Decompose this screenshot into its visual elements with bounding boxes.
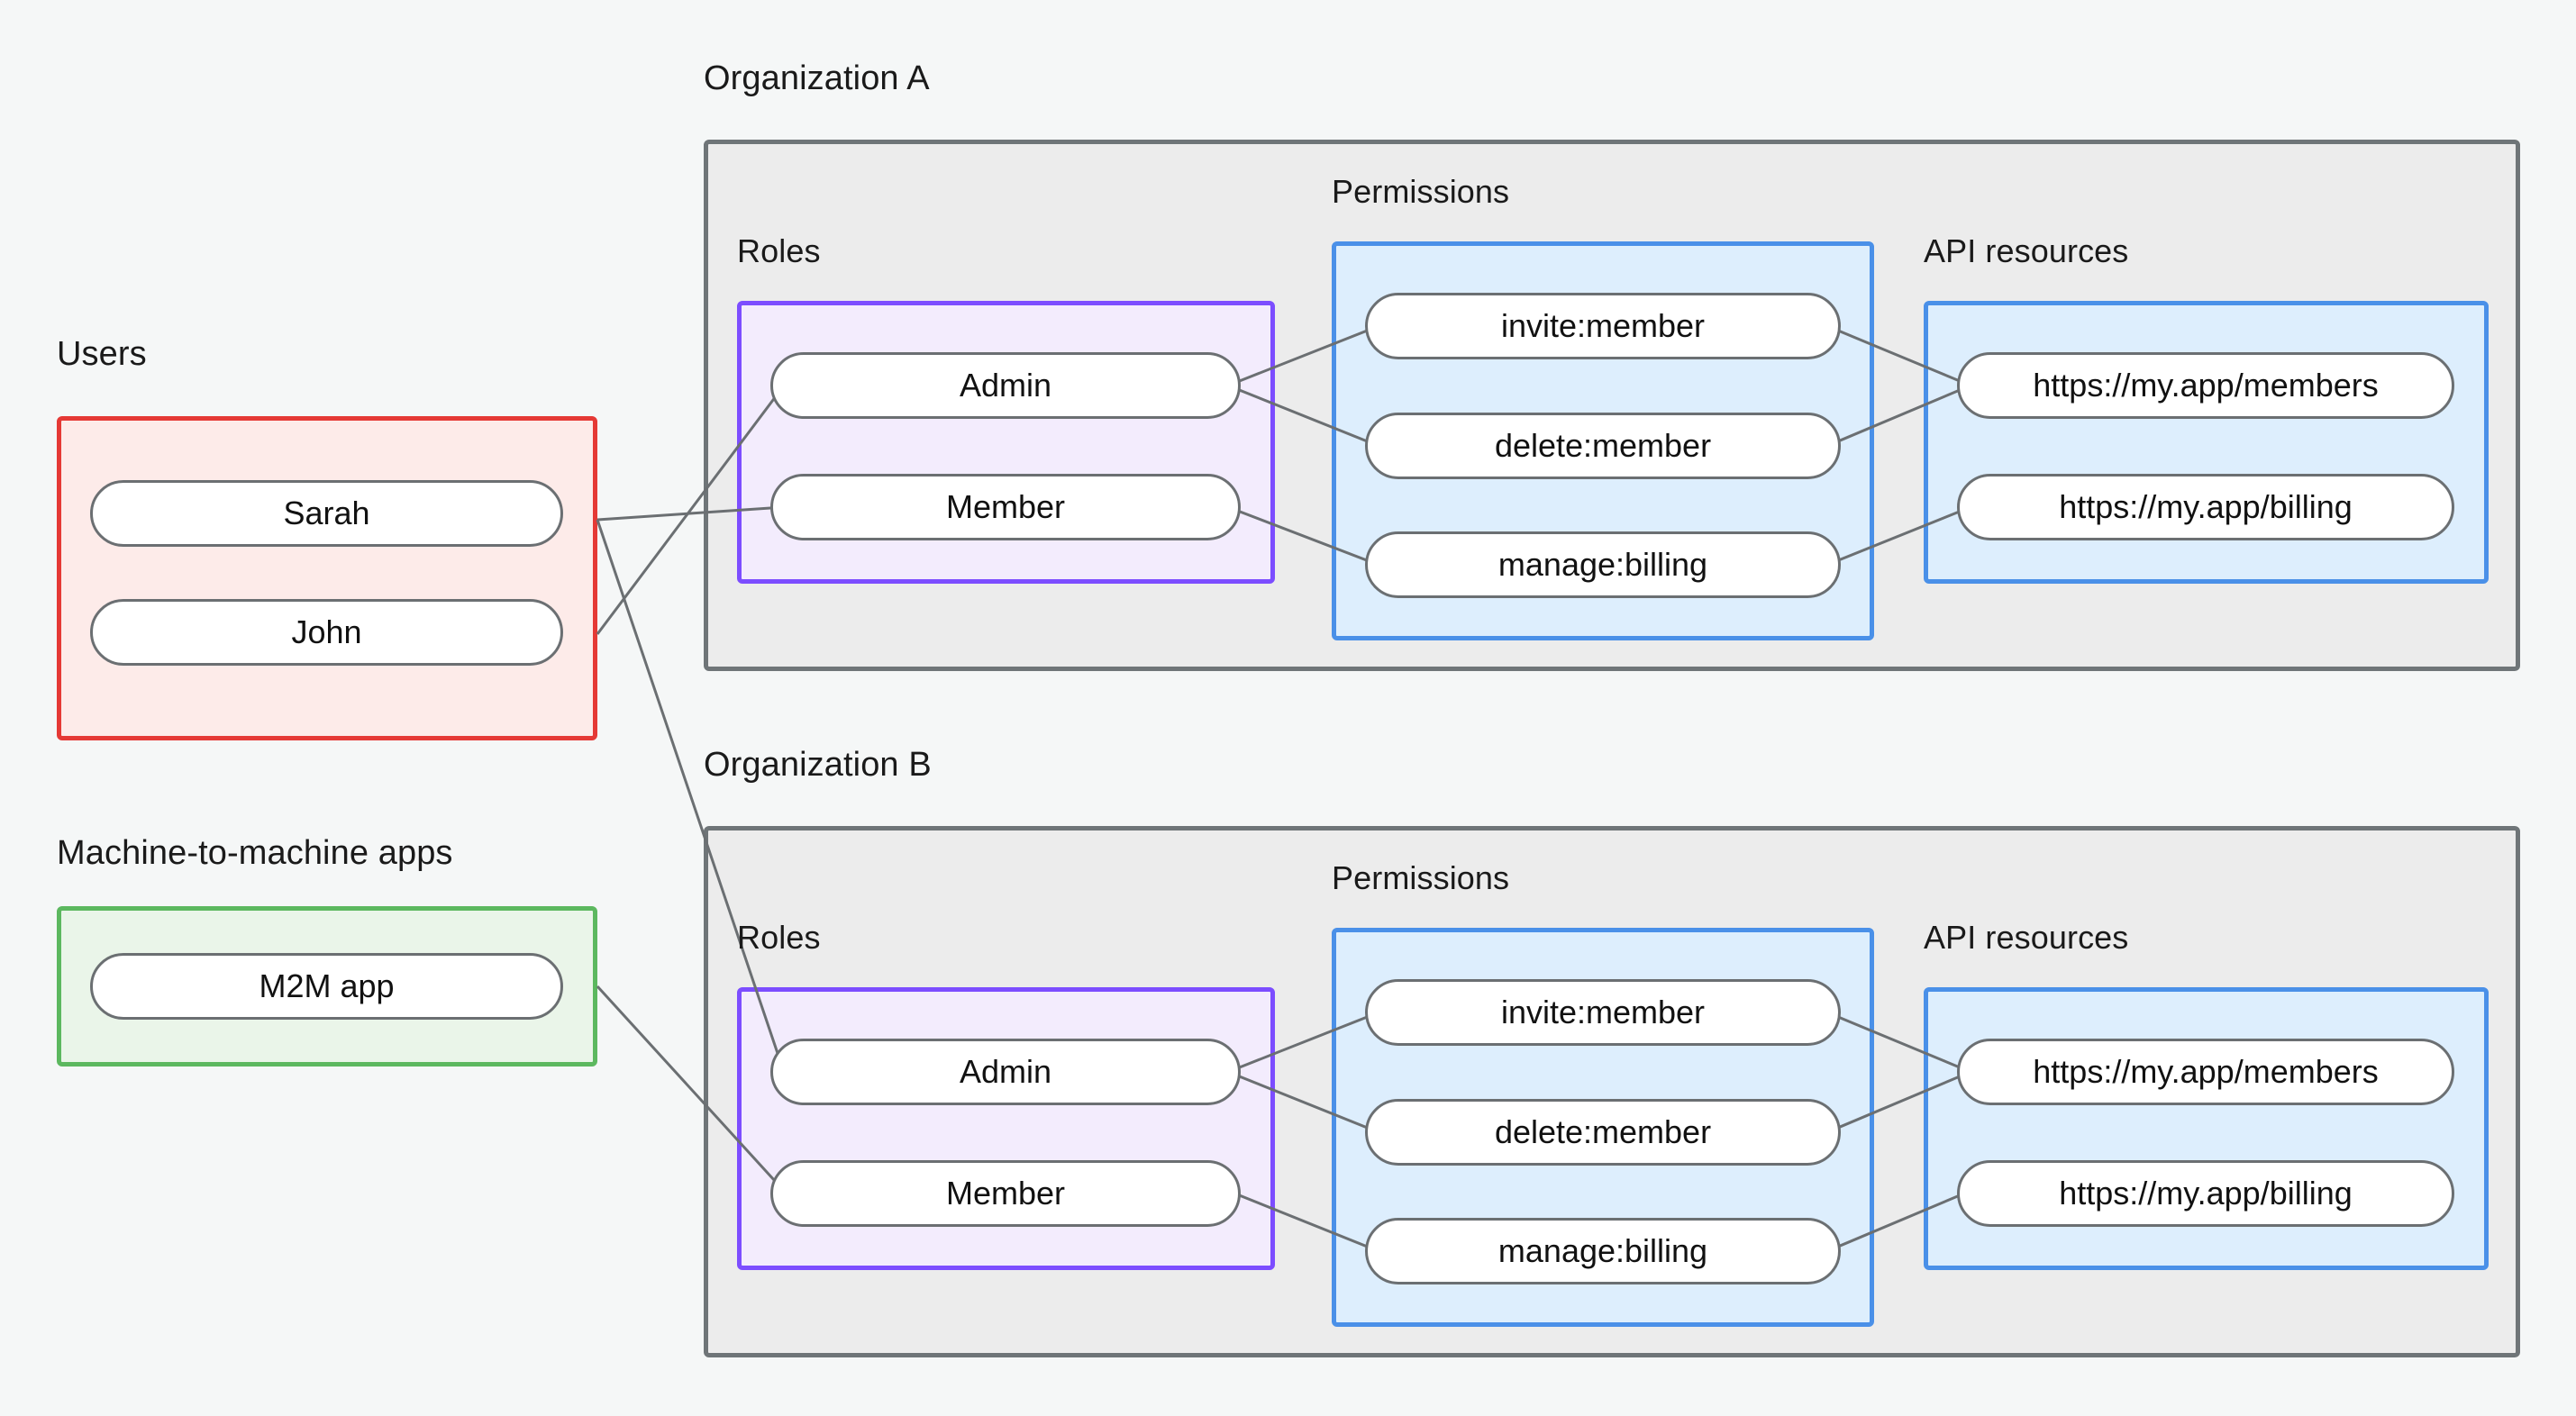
m2m-pill-app[interactable]: M2M app: [90, 953, 563, 1020]
orgA-roles-caption: Roles: [737, 232, 821, 269]
orgA-api-resources-group: [1924, 301, 2489, 584]
orgA-permission-pill-invite-member[interactable]: invite:member: [1365, 293, 1841, 359]
orgB-role-pill-admin[interactable]: Admin: [770, 1039, 1241, 1105]
orgB-permission-pill-invite-member[interactable]: invite:member: [1365, 979, 1841, 1046]
organization-a-caption: Organization A: [704, 59, 930, 97]
orgB-roles-group: [737, 987, 1275, 1270]
users-caption: Users: [57, 335, 147, 373]
orgB-api-resources-caption: API resources: [1924, 919, 2129, 956]
user-pill-john[interactable]: John: [90, 599, 563, 666]
orgB-api-pill-members[interactable]: https://my.app/members: [1957, 1039, 2454, 1105]
orgB-api-pill-billing[interactable]: https://my.app/billing: [1957, 1160, 2454, 1227]
orgA-roles-group: [737, 301, 1275, 584]
orgA-api-resources-caption: API resources: [1924, 232, 2129, 269]
orgB-roles-caption: Roles: [737, 919, 821, 956]
orgB-permissions-caption: Permissions: [1332, 859, 1510, 896]
orgB-role-pill-member[interactable]: Member: [770, 1160, 1241, 1227]
users-group: [57, 416, 597, 740]
orgA-permission-pill-manage-billing[interactable]: manage:billing: [1365, 531, 1841, 598]
m2m-caption: Machine-to-machine apps: [57, 834, 453, 872]
orgA-role-pill-admin[interactable]: Admin: [770, 352, 1241, 419]
orgB-api-resources-group: [1924, 987, 2489, 1270]
orgA-api-pill-members[interactable]: https://my.app/members: [1957, 352, 2454, 419]
orgA-permissions-caption: Permissions: [1332, 173, 1510, 210]
user-pill-sarah[interactable]: Sarah: [90, 480, 563, 547]
orgA-permission-pill-delete-member[interactable]: delete:member: [1365, 413, 1841, 479]
orgB-permission-pill-manage-billing[interactable]: manage:billing: [1365, 1218, 1841, 1284]
orgB-permission-pill-delete-member[interactable]: delete:member: [1365, 1099, 1841, 1166]
orgA-role-pill-member[interactable]: Member: [770, 474, 1241, 540]
organization-b-caption: Organization B: [704, 746, 932, 784]
orgA-api-pill-billing[interactable]: https://my.app/billing: [1957, 474, 2454, 540]
